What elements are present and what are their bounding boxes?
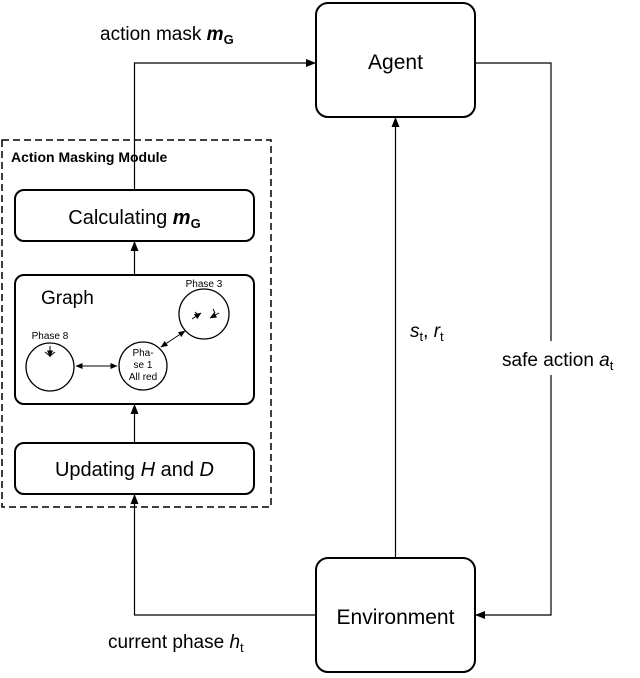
environment-node: Environment: [315, 557, 476, 673]
module-title: Action Masking Module: [11, 149, 168, 165]
phase-3-node: Phase 3: [178, 279, 230, 340]
environment-label: Environment: [337, 606, 455, 629]
current-phase-label: current phase ht: [108, 632, 244, 655]
action-masking-module: Action Masking Module Calculating mG Gra…: [1, 139, 272, 508]
agent-node: Agent: [315, 2, 476, 118]
phase-8-node: Phase 8: [25, 331, 75, 392]
phase-1-label-line2: se 1: [134, 360, 153, 371]
arrow-action-mask: [133, 59, 316, 190]
calculating-label: Calculating mG: [68, 207, 200, 231]
arrow-safe-action: [475, 62, 552, 619]
phase-1-node: Pha- se 1 All red: [118, 341, 168, 391]
phase-8-arrow-icon: [44, 346, 56, 358]
action-mask-label: action mask mG: [100, 24, 234, 47]
phase-3-label: Phase 3: [186, 279, 223, 290]
phase-1-label-line3: All red: [129, 372, 157, 383]
agent-label: Agent: [368, 51, 423, 74]
updating-label: Updating H and D: [55, 459, 214, 481]
safe-action-label-bg: [500, 341, 638, 375]
phase-1-label-line1: Pha-: [132, 348, 153, 359]
edge-phase1-phase3: [160, 330, 186, 348]
state-reward-label: st, rt: [410, 321, 444, 344]
phase-3-arrows-icon: [191, 308, 220, 320]
calculating-mask-node: Calculating mG: [14, 189, 255, 242]
safe-action-label: safe action at: [502, 350, 614, 373]
arrow-current-phase: [130, 494, 315, 616]
updating-node: Updating H and D: [14, 442, 255, 495]
phase-8-label: Phase 8: [32, 331, 69, 342]
graph-title: Graph: [41, 288, 94, 309]
graph-node: Graph Phase 3 Phase 8: [14, 274, 255, 405]
